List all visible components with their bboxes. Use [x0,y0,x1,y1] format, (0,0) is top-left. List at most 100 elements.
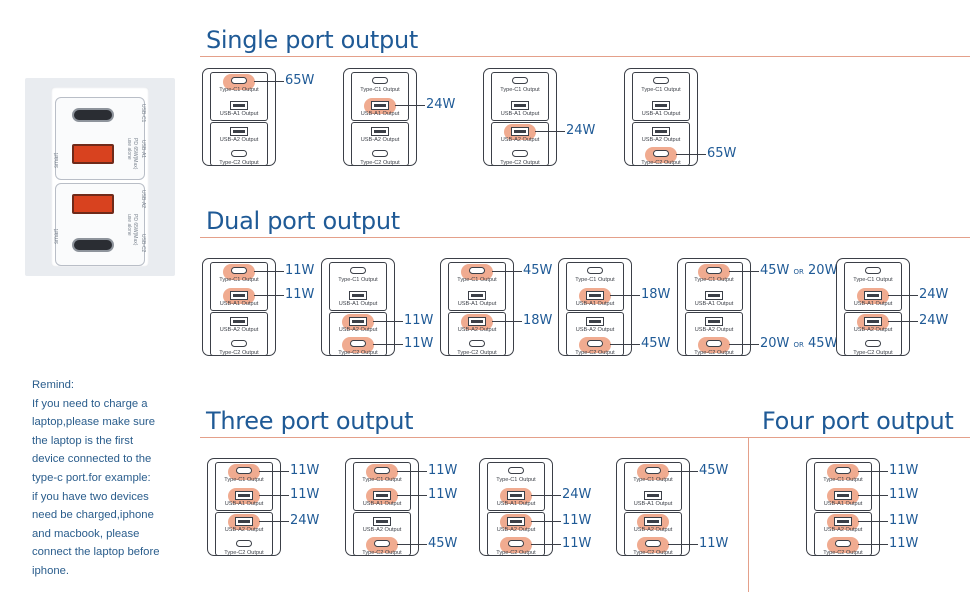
wattage-label: 11W [428,487,458,502]
usb-c-port-icon [835,540,851,547]
usb-c-port-icon [231,77,247,84]
wattage-label: 11W [404,313,434,328]
port-label: Type-C2 Output [224,550,264,556]
usb-a-port-icon [235,491,253,500]
leader-line [610,344,640,345]
wattage-label: 11W [290,487,320,502]
port-label: Type-C1 Output [338,277,378,283]
wattage-label: 45W OR 20W [760,263,838,278]
wattage-label: 11W [562,536,592,551]
wattage-label: 65W [707,146,737,161]
leader-line [259,495,289,496]
usb-c-port-icon [865,267,881,274]
wattage-label: 11W [562,513,592,528]
wattage-label: 45W [641,336,671,351]
usb-a-port-icon [235,517,253,526]
leader-line [492,321,522,322]
remind-note: Remind: If you need to charge a laptop,p… [32,376,182,581]
wattage-label: 11W [699,536,729,551]
port-label: USB-A2 Output [853,327,893,333]
usb-a-port-icon [834,517,852,526]
usb-c-port-icon [653,77,669,84]
usb-c-port-icon [231,267,247,274]
port-label: USB-A1 Output [633,501,673,507]
wattage-label: 24W [426,97,456,112]
use-alone-top-label: use alone [126,138,132,160]
port-label: Type-C2 Output [360,160,400,166]
charger-module [215,512,273,556]
usb-c-port-icon [587,340,603,347]
port-label: USB-A1 Output [224,501,264,507]
usb-c-port-icon [706,340,722,347]
port-label: Type-C1 Output [457,277,497,283]
wattage-label: 24W [562,487,592,502]
port-label: USB-A1 Output [575,301,615,307]
wattage-label: 11W [428,463,458,478]
port-label: Type-C2 Output [853,350,893,356]
wattage-label: 24W [566,123,596,138]
charger-module [210,312,268,356]
wattage-label: 11W [889,463,919,478]
remind-line: connect the laptop before [32,546,160,559]
usb-a-port-icon [705,291,723,300]
usb-a-port-icon [644,517,662,526]
single-rule [200,56,970,57]
port-label: Type-C2 Output [823,550,863,556]
port-label: Type-C1 Output [360,87,400,93]
leader-line [397,544,427,545]
usb-c-port-icon [350,340,366,347]
usb-c-port-icon [350,267,366,274]
port-label: USB-A1 Output [219,111,259,117]
wattage-label: 65W [285,73,315,88]
port-label: Type-C2 Output [575,350,615,356]
port-label: USB-A2 Output [694,327,734,333]
leader-line [610,295,640,296]
usb-c-port-icon [508,540,524,547]
remind-line: If you need to charge a [32,397,148,410]
port-label: USB-A1 Output [360,111,400,117]
charger-photo: USB-C1 USB-A1 PD 65W(Max) use alone smar… [25,78,175,276]
leader-line [531,521,561,522]
use-alone-bottom-label: use alone [126,214,132,236]
four-divider [748,437,749,592]
remind-line: if you have two devices [32,490,149,503]
usb-a2-label: USB-A2 [140,190,146,209]
leader-line [676,154,706,155]
usb-a1-port [72,144,114,164]
port-label: Type-C2 Output [641,160,681,166]
port-label: USB-A1 Output [500,111,540,117]
port-label: USB-A2 Output [457,327,497,333]
usb-a-port-icon [511,127,529,136]
port-label: USB-A1 Output [219,301,259,307]
port-label: Type-C2 Output [633,550,673,556]
usb-a-port-icon [373,491,391,500]
charger-module [685,262,743,311]
leader-line [888,295,918,296]
pd-bottom-label: PD 65W(Max) [132,214,138,246]
leader-line [254,295,284,296]
port-label: Type-C1 Output [224,477,264,483]
port-label: Type-C1 Output [641,87,681,93]
port-label: Type-C1 Output [219,277,259,283]
remind-line: device connected to the [32,453,152,466]
port-label: USB-A2 Output [362,527,402,533]
smart-bottom-label: smart [54,229,60,244]
usb-a-port-icon [652,127,670,136]
leader-line [888,321,918,322]
port-label: Type-C2 Output [496,550,536,556]
remind-line: laptop,please make sure [32,416,156,429]
usb-a-port-icon [468,317,486,326]
usb-c-port-icon [645,467,661,474]
or-label: OR [793,341,804,349]
port-label: Type-C1 Output [500,87,540,93]
port-label: USB-A2 Output [360,137,400,143]
usb-c-port-icon [865,340,881,347]
usb-a-port-icon [349,291,367,300]
leader-line [858,544,888,545]
